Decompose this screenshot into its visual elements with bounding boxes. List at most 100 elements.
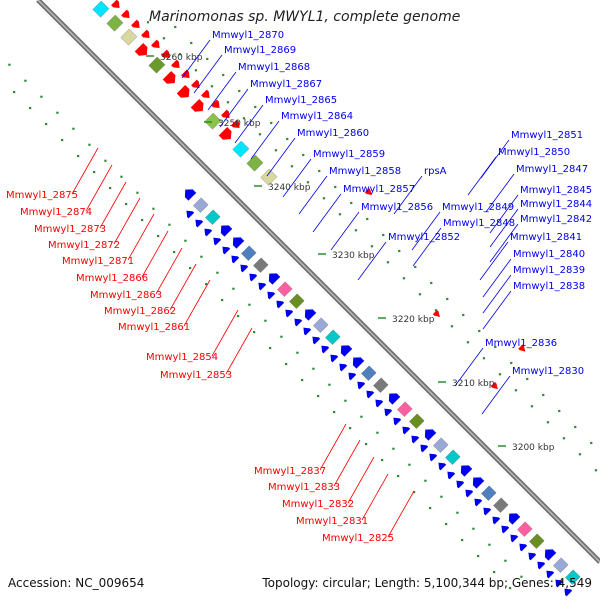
gene-label-red: Mmwyl1_2861 [118,322,190,333]
rev-gene-small [438,462,447,471]
rev-gene-small-shape [186,210,195,219]
fwd-gene-small [231,119,240,129]
rev-gene-small [519,543,528,552]
ring-dot [562,437,566,440]
fwd-gene [162,70,176,84]
ring-dot [24,79,27,82]
gene-label-blue: Mmwyl1_2848 [443,218,515,229]
ring-dot [520,575,523,578]
rev-gene [232,237,245,249]
scale-label: 3200 kbp [512,443,555,453]
rev-gene-small-shape [393,417,402,426]
fwd-gene-small-shape [111,0,120,9]
ring-dot [226,101,230,104]
leader-line-blue [482,258,512,298]
scale-label: 3230 kbp [332,251,375,261]
rev-gene [304,309,317,321]
rev-gene-shape [253,257,269,273]
ring-dot [370,245,374,248]
fwd-outlier-shape [432,309,440,318]
leader-line-red [71,147,99,195]
leader-line-blue [412,227,442,267]
rev-gene [529,533,545,549]
ring-dot [104,159,107,162]
rev-gene-small-shape [465,489,474,498]
ring-dot [542,393,545,397]
fwd-gene [79,0,95,3]
rev-gene-shape [565,569,581,585]
rev-gene [193,197,209,213]
rev-gene-small-shape [420,444,429,453]
leader-line-red [333,439,361,487]
leader-line-blue [282,158,312,198]
ring-dot [318,169,321,173]
ring-dot [322,197,326,200]
fwd-gene-shape [79,0,95,3]
ring-dot [392,447,395,450]
feature-group [79,0,581,597]
rev-gene-shape [220,225,233,237]
ring-dot [398,249,401,253]
leader-line-blue [219,88,249,128]
rev-gene-shape [241,245,257,261]
fwd-outlier [432,309,440,318]
fwd-gene [148,56,166,74]
rev-gene-small-shape [519,543,528,552]
fwd-gene-shape [246,154,264,172]
ring-dot [237,314,240,318]
ring-dot [222,73,225,77]
gene-label-red: Mmwyl1_2853 [160,370,232,381]
rev-gene-small-shape [249,273,258,282]
leader-line-blue [357,241,387,281]
rev-gene-small [303,327,312,336]
rev-gene-small-shape [375,399,384,408]
ring-dot [354,229,358,232]
rev-gene-small-shape [294,318,303,327]
ring-dot [590,441,593,445]
leader-line-blue [454,347,484,387]
fwd-gene [260,168,278,186]
ring-dot [306,181,310,184]
ring-dot [574,425,577,429]
fwd-gene-shape [134,42,148,56]
summary-text: Topology: circular; Length: 5,100,344 bp… [262,576,592,590]
ring-dot [456,511,459,514]
rev-gene [544,549,557,561]
ring-dot [189,266,192,270]
rev-gene-small [402,426,411,435]
gene-label-red: Mmwyl1_2833 [268,482,340,493]
rev-gene [241,245,257,261]
fwd-gene-small [121,9,130,19]
ring-dot [344,399,347,402]
ring-dot [334,185,337,189]
rev-gene-shape [340,345,353,357]
backbone-highlight [37,0,600,563]
rev-gene-shape [232,237,245,249]
rev-gene-small [474,498,483,507]
ring-dot [72,127,75,130]
fwd-outlier-shape [364,188,372,196]
ring-dot [253,330,256,334]
rev-gene-shape [409,413,425,429]
gene-label-blue: Mmwyl1_2844 [520,199,592,210]
ring-dot [274,149,278,152]
rev-gene-small-shape [204,228,213,237]
ring-dot [366,217,369,221]
gene-label-blue: Mmwyl1_2865 [265,95,337,106]
scale-label: 3250 kbp [218,119,261,129]
ring-dot [125,202,128,206]
leader-line-blue [266,137,296,177]
ring-dot [286,137,289,141]
accession-text: Accession: NC_009654 [8,576,145,590]
rev-gene-shape [460,465,473,477]
label-group: Mmwyl1_2870Mmwyl1_2869Mmwyl1_2868Mmwyl1_… [6,30,592,544]
rev-gene-shape [352,357,365,369]
leader-line-red [183,279,211,327]
fwd-outlier [364,188,372,196]
ring-dot [258,133,262,136]
gene-label-red: Mmwyl1_2872 [48,240,120,251]
rev-gene [565,569,581,585]
fwd-gene-small-shape [191,79,200,89]
rev-gene-small-shape [510,534,519,543]
